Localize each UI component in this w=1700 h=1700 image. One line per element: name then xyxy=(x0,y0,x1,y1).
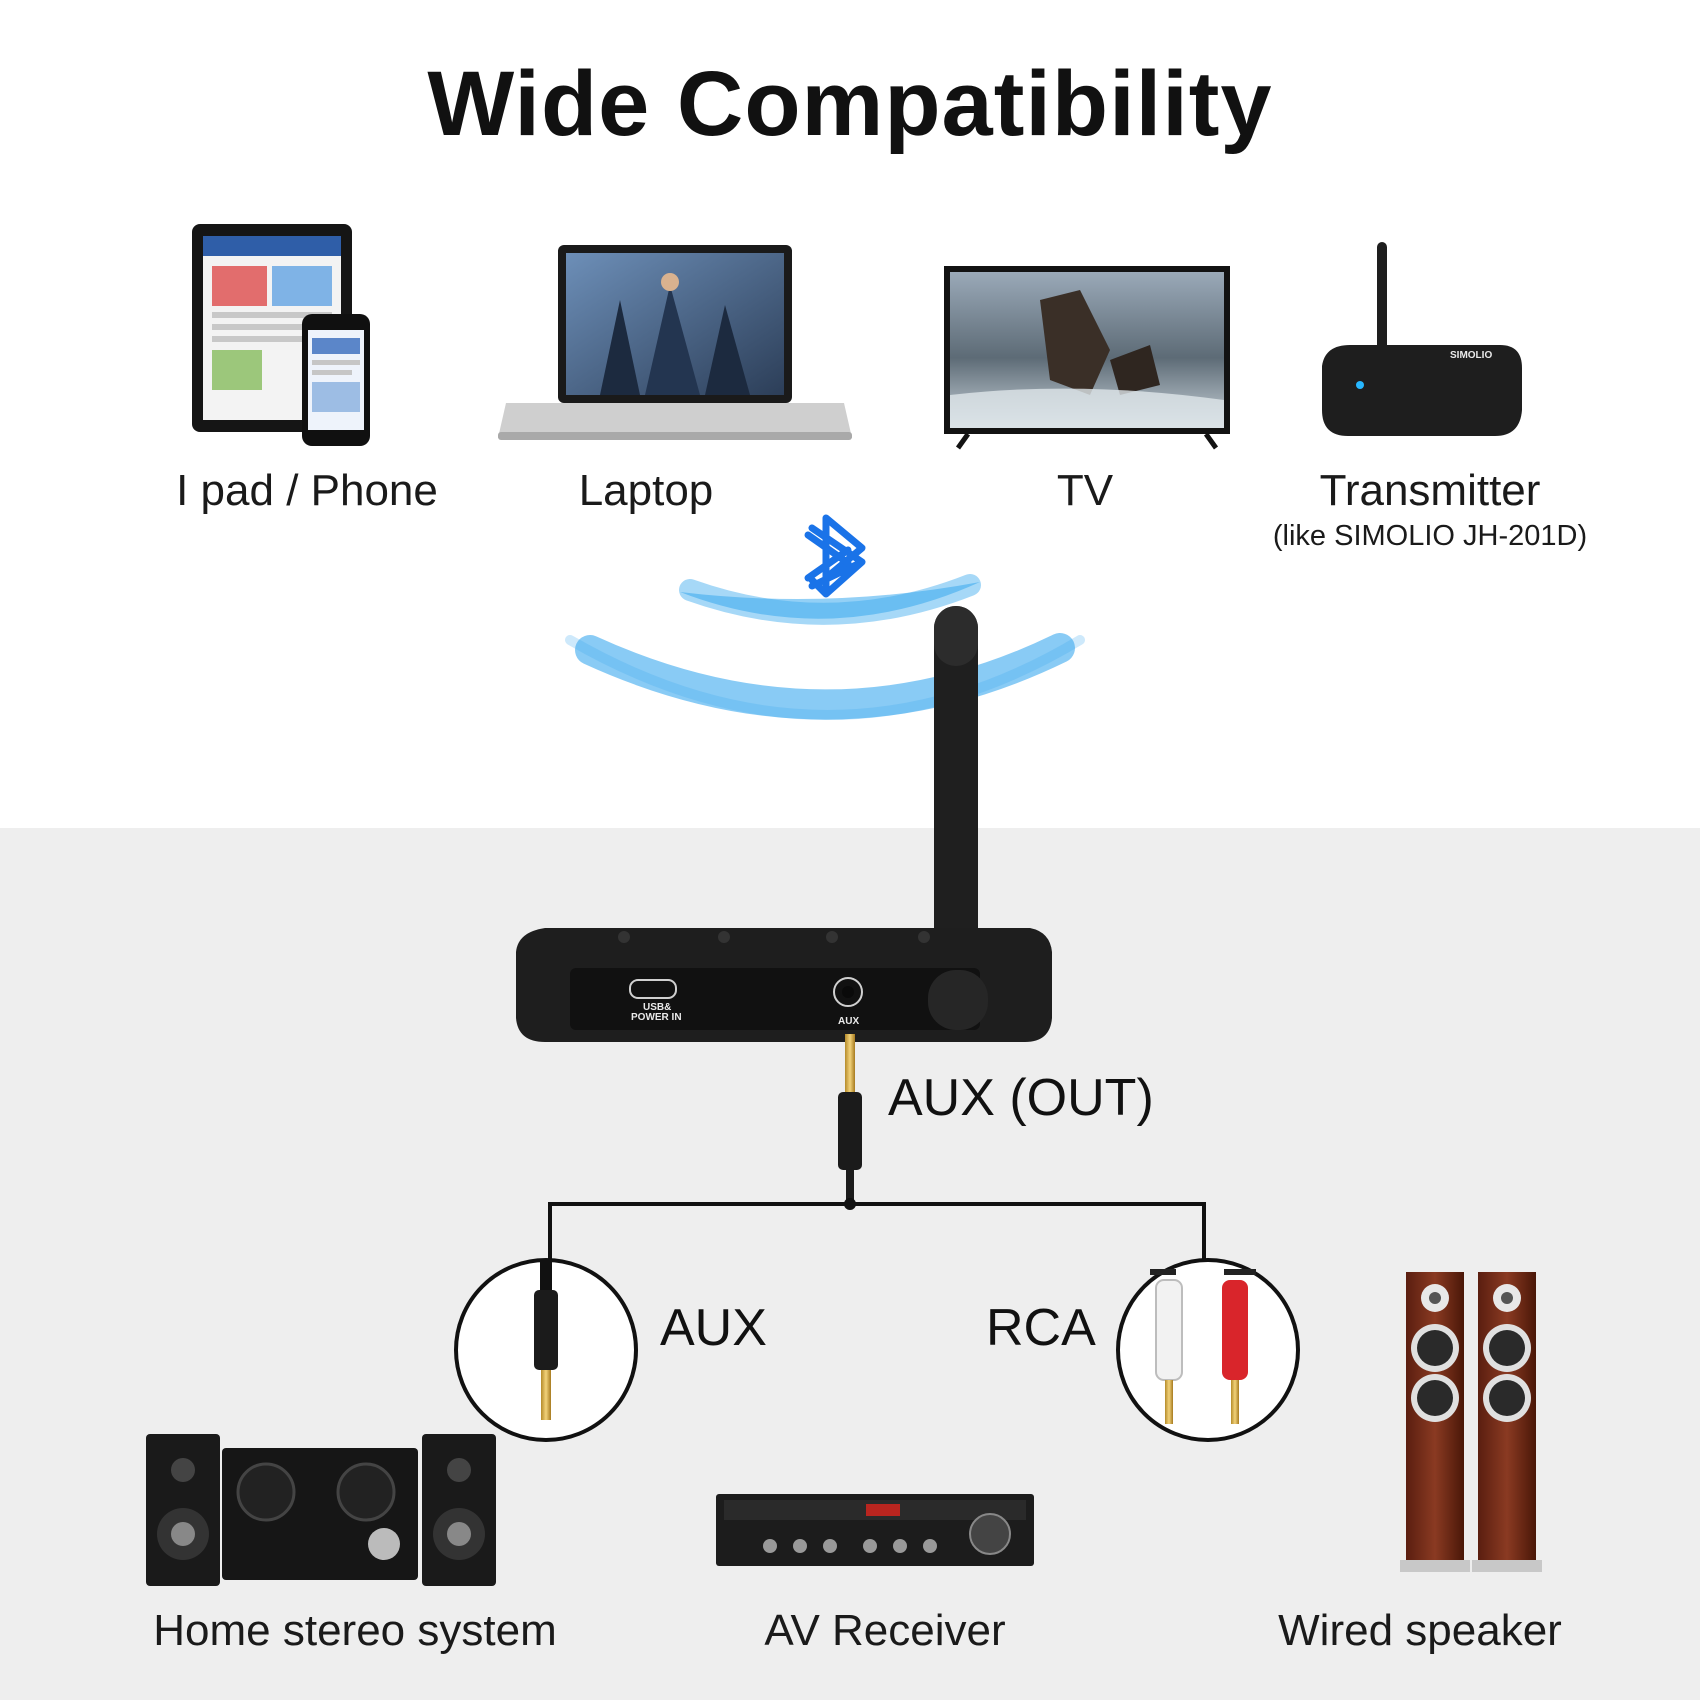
tablet-phone-icon xyxy=(192,224,370,446)
svg-text:SIMOLIO: SIMOLIO xyxy=(1450,350,1492,361)
splitter-cable xyxy=(548,1198,1206,1262)
av-receiver-icon xyxy=(716,1494,1034,1566)
transmitter-icon: SIMOLIO xyxy=(1322,242,1522,436)
source-label-laptop: Laptop xyxy=(578,466,714,515)
bluetooth-receiver xyxy=(516,606,1052,1042)
output-label-wired-speaker: Wired speaker xyxy=(1278,1606,1562,1655)
output-label-home-stereo: Home stereo system xyxy=(153,1606,557,1655)
wired-speaker-icon xyxy=(1400,1272,1542,1572)
usb-port-label: USB& xyxy=(643,1002,671,1013)
laptop-icon xyxy=(498,245,852,440)
bluetooth-icon xyxy=(804,514,866,598)
source-label-ipad-phone: I pad / Phone xyxy=(176,466,438,515)
rca-connector-icon xyxy=(1116,1258,1300,1442)
aux-connector-label: AUX xyxy=(660,1299,767,1357)
aux-connector-icon xyxy=(454,1258,638,1442)
aux-port-label: AUX xyxy=(838,1016,859,1027)
power-port-label: POWER IN xyxy=(631,1012,682,1023)
wireless-waves xyxy=(565,574,1085,720)
aux-out-plug xyxy=(838,1034,862,1200)
page-title: Wide Compatibility xyxy=(427,53,1273,155)
output-label-av-receiver: AV Receiver xyxy=(764,1606,1006,1655)
rca-connector-label: RCA xyxy=(986,1299,1096,1357)
aux-out-label: AUX (OUT) xyxy=(888,1069,1154,1127)
transmitter-model-note: (like SIMOLIO JH-201D) xyxy=(1272,520,1588,552)
source-label-transmitter: Transmitter xyxy=(1319,466,1541,515)
home-stereo-icon xyxy=(146,1434,496,1586)
tv-icon xyxy=(944,266,1230,450)
source-label-tv: TV xyxy=(1056,466,1114,515)
